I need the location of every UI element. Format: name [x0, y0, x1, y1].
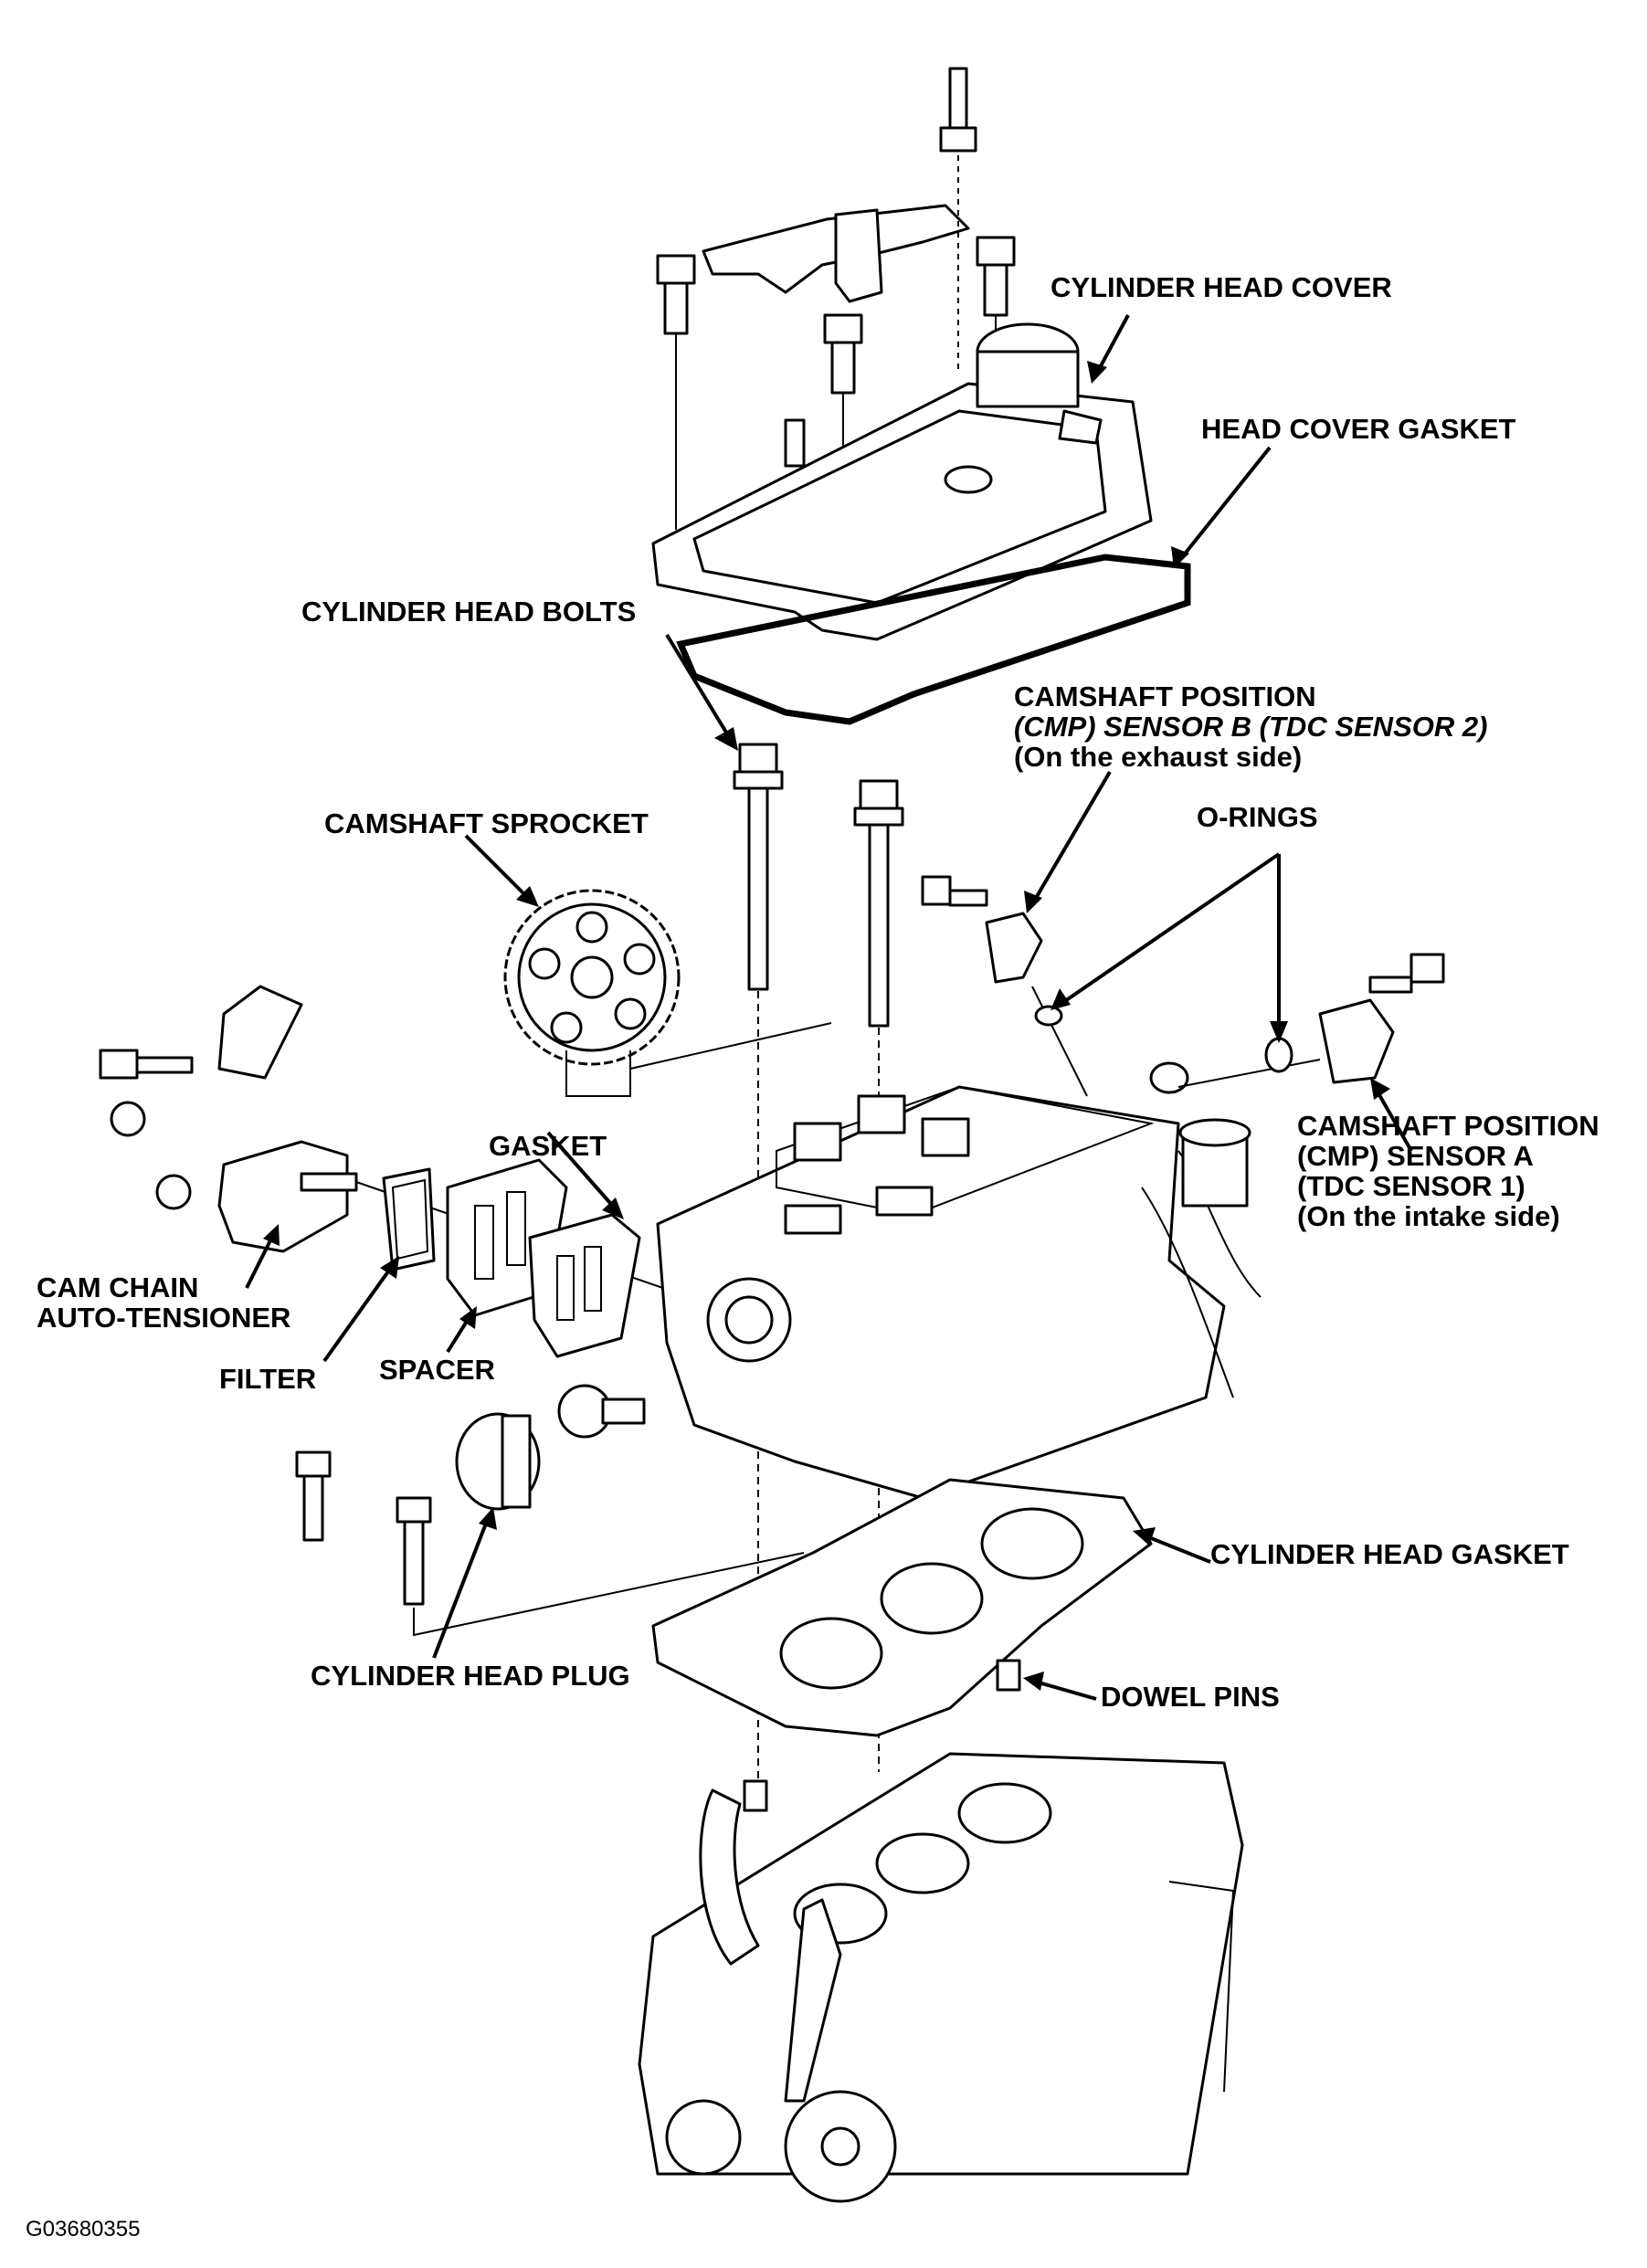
gasket — [528, 1213, 641, 1358]
dowel-pin-right — [996, 1659, 1021, 1692]
label-cmp-sensor-b-line3: (On the exhaust side) — [1014, 741, 1302, 773]
cylinder-head — [656, 1061, 1262, 1500]
label-cmp-sensor-a-line4: (On the intake side) — [1297, 1200, 1560, 1232]
engine-block — [638, 1752, 1244, 2203]
label-gasket: GASKET — [489, 1130, 607, 1162]
tensioner-nuts — [110, 1101, 192, 1210]
pointer-arrows — [245, 314, 1413, 1701]
cylinder-head-cover — [651, 322, 1153, 641]
label-cylinder-head-cover: CYLINDER HEAD COVER — [1050, 271, 1392, 303]
label-o-rings: O-RINGS — [1197, 801, 1318, 833]
label-filter: FILTER — [219, 1363, 316, 1395]
dowel-pin-left — [743, 1779, 768, 1812]
filter — [382, 1167, 436, 1271]
label-cmp-sensor-b-line2: (CMP) SENSOR B (TDC SENSOR 2) — [1014, 711, 1487, 743]
cylinder-head-gasket — [651, 1478, 1153, 1737]
cover-bracket — [702, 204, 970, 303]
label-cmp-sensor-a-line1: CAMSHAFT POSITION — [1297, 1110, 1599, 1142]
head-cover-gasket — [676, 554, 1191, 725]
cover-bolt-left — [656, 254, 696, 530]
label-cmp-sensor-a-line3: (TDC SENSOR 1) — [1297, 1170, 1526, 1202]
camshaft-sprocket — [503, 889, 832, 1097]
bolt-lower-mid — [396, 1496, 805, 1637]
label-cmp-sensor-a-line2: (CMP) SENSOR A — [1297, 1140, 1534, 1172]
figure-id: G03680355 — [26, 2217, 140, 2242]
label-cylinder-head-gasket: CYLINDER HEAD GASKET — [1210, 1538, 1569, 1570]
o-ring-a — [1264, 1037, 1293, 1073]
cylinder-head-plug — [455, 1412, 541, 1511]
bolt-lower-left — [295, 1450, 332, 1542]
stud-top — [939, 67, 977, 374]
label-dowel-pins: DOWEL PINS — [1101, 1681, 1280, 1713]
label-spacer: SPACER — [379, 1354, 495, 1386]
label-cylinder-head-plug: CYLINDER HEAD PLUG — [311, 1660, 630, 1692]
cmp-sensor-a — [1177, 953, 1445, 1088]
label-cam-chain-line1: CAM CHAIN — [37, 1271, 198, 1303]
tensioner-bracket — [99, 985, 303, 1080]
cover-bolt-right — [976, 236, 1016, 548]
cam-chain-auto-tensioner — [217, 1140, 677, 1293]
head-plug-bolt — [557, 1384, 646, 1439]
label-head-cover-gasket: HEAD COVER GASKET — [1201, 413, 1516, 445]
cmp-sensor-b — [921, 875, 1088, 1097]
label-cylinder-head-bolts: CYLINDER HEAD BOLTS — [301, 596, 636, 628]
o-ring-b — [1034, 1005, 1063, 1027]
label-cmp-sensor-b-line1: CAMSHAFT POSITION — [1014, 680, 1316, 712]
label-cam-chain-line2: AUTO-TENSIONER — [37, 1302, 290, 1334]
label-camshaft-sprocket: CAMSHAFT SPROCKET — [324, 807, 649, 839]
